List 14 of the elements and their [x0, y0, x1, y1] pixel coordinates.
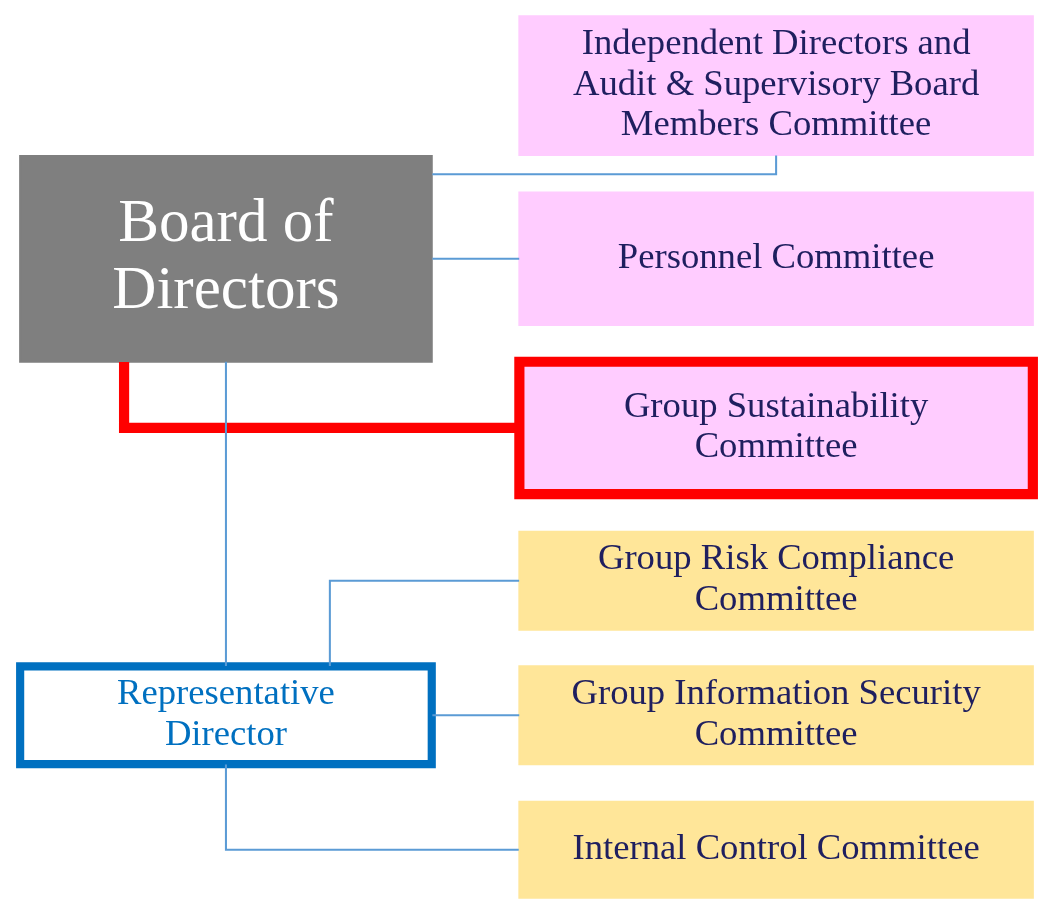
connector	[224, 361, 227, 666]
node-box: Independent Directors and Audit & Supervisory Board Members Committee	[518, 15, 1034, 156]
node-box: Board of Directors	[19, 154, 433, 363]
node-box: Group Information Security Committee	[518, 665, 1034, 766]
connector	[432, 155, 778, 176]
connector	[432, 257, 520, 260]
connector	[432, 714, 520, 717]
node-box: Group Risk Compliance Committee	[518, 530, 1034, 631]
node-box: Group Sustainability Committee	[514, 356, 1038, 500]
node-box: Internal Control Committee	[518, 800, 1034, 899]
node-box: Personnel Committee	[518, 191, 1034, 327]
connector	[328, 579, 520, 666]
connector	[224, 764, 519, 851]
node-box: Representative Director	[16, 662, 436, 769]
